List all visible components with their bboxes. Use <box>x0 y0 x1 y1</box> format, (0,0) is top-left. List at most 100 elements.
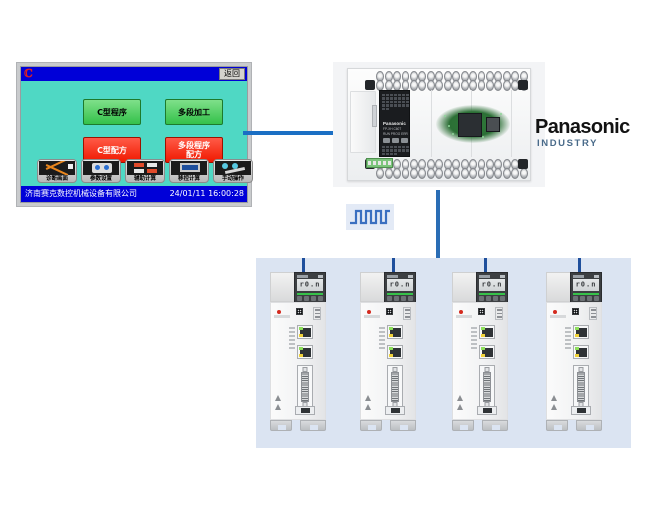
servo-io-connector[interactable] <box>573 365 589 409</box>
servo-usb-port[interactable] <box>571 406 591 415</box>
servo-io-connector[interactable] <box>479 365 495 409</box>
hmi-button-multisection-machining[interactable]: 多段加工 <box>165 99 223 125</box>
servo-led-column <box>565 327 571 349</box>
servo-upper-cover <box>360 272 386 302</box>
qr-code-icon <box>386 308 393 315</box>
servo-network-port-1[interactable] <box>573 325 589 339</box>
servo-display-brand <box>479 274 490 278</box>
hmi-icon-button-label: 手动操作 <box>221 176 244 182</box>
servo-drive-2: r0.n <box>360 258 416 432</box>
servo-network-port-2[interactable] <box>573 345 589 359</box>
plc-internal-pcb <box>436 105 510 143</box>
hmi-icon-button-motion-calc[interactable]: 移控计算 <box>169 159 209 183</box>
servo-warning-label <box>550 315 566 318</box>
hmi-icon-button-label: 诊断画面 <box>45 176 68 182</box>
hmi-button-label: C型配方 <box>97 145 127 155</box>
plc-mini-button-2[interactable] <box>392 138 399 143</box>
servo-display-brand <box>297 274 308 278</box>
hmi-button-c-recipe[interactable]: C型配方 <box>83 137 141 163</box>
servo-lcd-screen: r0.n <box>573 279 599 291</box>
connector-hmi-to-plc <box>243 131 335 135</box>
servo-cable-2 <box>392 258 395 273</box>
hmi-datetime: 24/01/11 16:00:28 <box>169 189 244 198</box>
hmi-button-c-program[interactable]: C型程序 <box>83 99 141 125</box>
hmi-icon-button-diagnostics[interactable]: 诊断画面 <box>37 159 77 183</box>
servo-network-port-1[interactable] <box>297 325 313 339</box>
servo-network-port-2[interactable] <box>387 345 403 359</box>
qr-code-icon <box>572 308 579 315</box>
servo-io-connector[interactable] <box>297 365 313 409</box>
servo-usb-port[interactable] <box>385 406 405 415</box>
servo-led-column <box>289 327 295 349</box>
plc-terminal-row-bottom-b <box>376 168 528 179</box>
hmi-icon-button-label: 参数设置 <box>89 176 112 182</box>
servo-usb-port[interactable] <box>477 406 497 415</box>
hmi-titlebar: ℂ 返回 <box>21 67 247 81</box>
manual-icon <box>215 161 251 175</box>
servo-network-port-1[interactable] <box>479 325 495 339</box>
plc-panel-status-labels: RUN PROG ERR <box>383 132 408 136</box>
warning-triangle-icon <box>364 404 371 410</box>
servo-drive-group: r0.n <box>256 258 631 448</box>
servo-led-column <box>471 327 477 349</box>
servo-main-body <box>270 302 326 420</box>
servo-lcd-value: r0.n <box>481 280 503 289</box>
gauge-icon <box>83 161 119 175</box>
servo-display-mark <box>594 274 599 278</box>
servo-network-port-2[interactable] <box>297 345 313 359</box>
hmi-return-button[interactable]: 返回 <box>219 68 245 80</box>
hmi-screen: ℂ 返回 C型程序 多段加工 C型配方 多段程序 配方 <box>20 66 253 203</box>
warning-triangle-icon <box>456 395 463 401</box>
servo-cable-3 <box>484 258 487 273</box>
servo-power-led <box>367 310 371 314</box>
servo-main-body <box>546 302 602 420</box>
plc-module-seam-3 <box>511 90 512 157</box>
hmi-icon-button-manual-operation[interactable]: 手动操作 <box>213 159 253 183</box>
hmi-icon-button-label: 辅助计算 <box>133 176 156 182</box>
plc-cpu-chip <box>458 113 482 137</box>
servo-display-brand <box>387 274 398 278</box>
hmi-button-label: C型程序 <box>97 107 127 117</box>
plc-mini-button-3[interactable] <box>401 138 408 143</box>
servo-upper-cover <box>546 272 572 302</box>
servo-keypad[interactable] <box>479 294 505 302</box>
servo-warning-label <box>274 315 290 318</box>
servo-network-port-2[interactable] <box>479 345 495 359</box>
servo-keypad[interactable] <box>387 294 413 302</box>
hmi-statusbar: 济南赛克数控机械设备有限公司 24/01/11 16:00:28 <box>21 186 247 202</box>
plc-led-grid-top <box>382 94 409 110</box>
servo-keypad[interactable] <box>297 294 323 302</box>
plc-terminal-block-right-bottom <box>518 159 528 169</box>
hmi-icon-button-parameters[interactable]: 参数设置 <box>81 159 121 183</box>
plc-mini-button-1[interactable] <box>383 138 390 143</box>
plc-panel-model: FP-XH C60T <box>383 127 402 131</box>
servo-mounting-foot <box>268 420 328 432</box>
servo-usb-port[interactable] <box>295 406 315 415</box>
servo-io-connector[interactable] <box>387 365 403 409</box>
plc-green-connector <box>366 158 393 168</box>
hmi-button-label: 多段程序 配方 <box>178 141 210 159</box>
warning-triangle-icon <box>550 395 557 401</box>
servo-keypad[interactable] <box>573 294 599 302</box>
plc-terminal-block-left-top <box>365 80 375 90</box>
hmi-icon-button-aux-calc[interactable]: 辅助计算 <box>125 159 165 183</box>
servo-power-led <box>277 310 281 314</box>
plc-module-seam-1 <box>431 90 432 157</box>
servo-network-port-1[interactable] <box>387 325 403 339</box>
servo-mounting-foot <box>544 420 604 432</box>
servo-status-bar <box>387 292 413 295</box>
servo-led-column <box>379 327 385 349</box>
plc-memory-chip <box>486 117 500 132</box>
warning-triangle-icon <box>364 395 371 401</box>
servo-upper-cover <box>452 272 478 302</box>
servo-display-module: r0.n <box>294 272 326 305</box>
servo-dip-switches[interactable] <box>589 307 597 320</box>
servo-dip-switches[interactable] <box>403 307 411 320</box>
servo-dip-switches[interactable] <box>495 307 503 320</box>
servo-warning-label <box>456 315 472 318</box>
servo-main-body <box>360 302 416 420</box>
servo-drive-4: r0.n <box>544 258 604 432</box>
servo-warning-label <box>364 315 380 318</box>
servo-dip-switches[interactable] <box>313 307 321 320</box>
tools-icon <box>39 161 75 175</box>
